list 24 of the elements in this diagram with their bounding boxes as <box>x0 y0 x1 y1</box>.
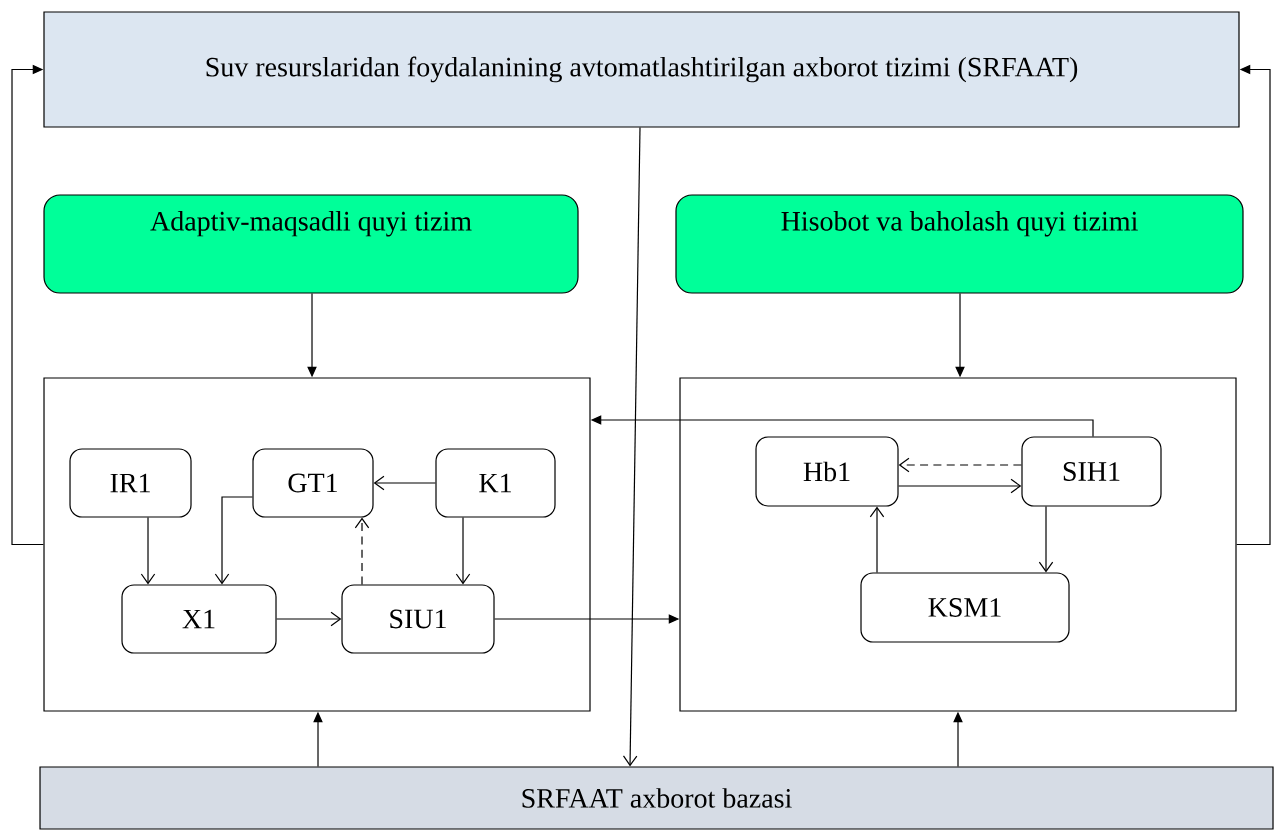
subsystem-box: Adaptiv-maqsadli quyi tizim <box>43 194 579 294</box>
arrow <box>869 506 885 573</box>
arrow <box>354 517 370 585</box>
process-box: GT1 <box>252 448 374 518</box>
subsystem-box: Hisobot va baholash quyi tizimi <box>675 194 1244 294</box>
arrow <box>11 64 44 546</box>
process-box: SIU1 <box>341 584 495 654</box>
arrow <box>898 457 1022 473</box>
info-system-box: Suv resurslaridan foydalanining avtomatlashtirilgan axborot tizimi (SRFAAT) <box>43 11 1240 128</box>
arrow <box>622 127 641 767</box>
arrow <box>276 611 342 627</box>
process-box: Hb1 <box>755 436 899 507</box>
arrow <box>214 496 253 585</box>
arrow <box>373 475 436 491</box>
arrow <box>455 517 471 585</box>
process-box: K1 <box>435 448 556 518</box>
process-box: IR1 <box>69 448 192 518</box>
process-box: X1 <box>121 584 277 654</box>
arrow <box>898 478 1022 494</box>
database-bar: SRFAAT axborot bazasi <box>39 766 1274 830</box>
process-box: SIH1 <box>1021 436 1162 507</box>
arrow <box>140 517 156 585</box>
process-box: KSM1 <box>860 572 1070 643</box>
arrow <box>1038 506 1054 573</box>
